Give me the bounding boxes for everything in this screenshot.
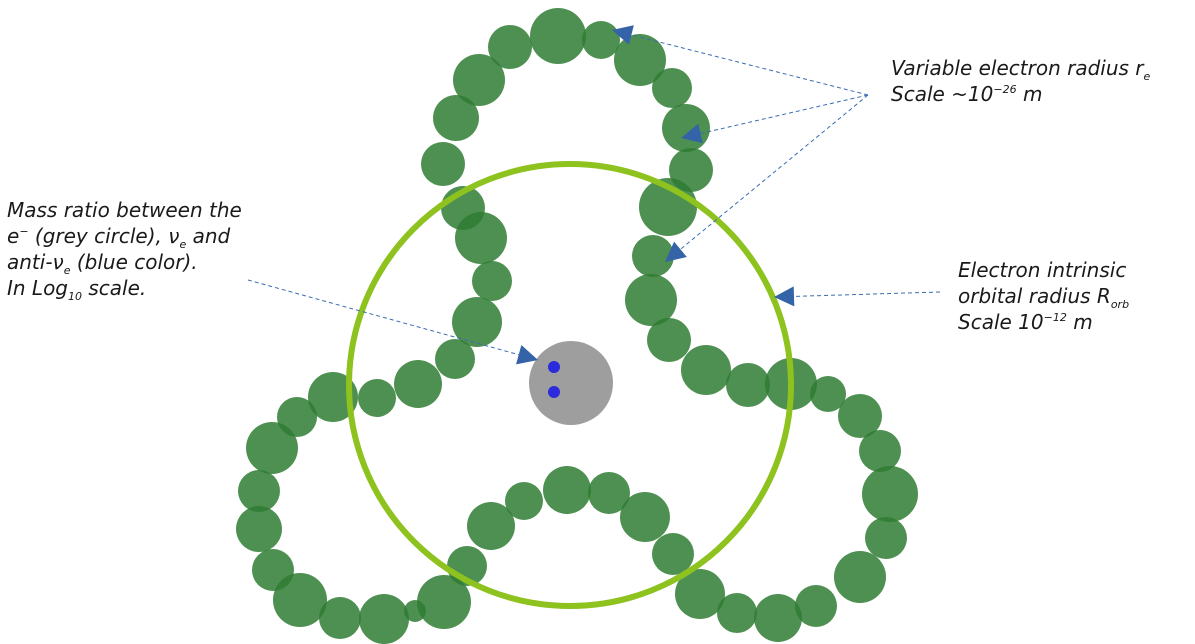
orbital-radius-line2: orbital radius Rorb (958, 283, 1129, 309)
electron-symbol: e (7, 224, 19, 248)
electron-bead-34 (865, 517, 907, 559)
electron-radius-line1: Variable electron radius re (891, 55, 1150, 81)
orbital-radius-arrow-line (794, 292, 940, 296)
orbital-scale-exponent: −12 (1044, 311, 1067, 324)
log-base-sub: 10 (68, 290, 82, 303)
scale-text: scale. (82, 276, 146, 300)
electron-bead-17 (452, 297, 502, 347)
electron-radius-line2: Scale ~10−26 m (891, 81, 1150, 107)
electron-scale-unit: m (1017, 82, 1043, 106)
electron-bead-13 (455, 212, 507, 264)
orbital-radius-text: orbital radius R (958, 284, 1111, 308)
orbital-scale-text: Scale 10 (958, 310, 1044, 334)
electron-bead-32 (862, 466, 918, 522)
and-text: and (186, 224, 230, 248)
electron-radius-text: Variable electron radius r (891, 56, 1144, 80)
mass-ratio-annotation: Mass ratio between the e− (grey circle),… (7, 197, 242, 301)
electron-bead-1 (530, 8, 586, 64)
anti-neutrino-text: anti-ν (7, 250, 64, 274)
electron-bead-36 (834, 551, 886, 603)
electron-bead-21 (394, 360, 442, 408)
electron-radius-arrow-middle-line (700, 95, 868, 134)
orbital-scale-unit: m (1067, 310, 1093, 334)
electron-grey-circle (529, 341, 613, 425)
electron-bead-8 (662, 104, 710, 152)
electron-bead-41 (359, 594, 409, 644)
electron-bead-23 (358, 379, 396, 417)
electron-bead-40 (754, 594, 802, 642)
electron-bead-52 (543, 466, 591, 514)
electron-bead-7 (433, 95, 479, 141)
electron-bead-31 (238, 470, 280, 512)
orbital-radius-annotation: Electron intrinsic orbital radius Rorb S… (958, 257, 1129, 335)
electron-bead-6 (652, 68, 692, 108)
mass-ratio-line4: In Log10 scale. (7, 275, 242, 301)
electron-bead-30 (859, 430, 901, 472)
electron-bead-29 (246, 422, 298, 474)
mass-ratio-line1: Mass ratio between the (7, 197, 242, 223)
mass-ratio-line2: e− (grey circle), νe and (7, 223, 242, 249)
log-text: In Log (7, 276, 68, 300)
electron-radius-annotation: Variable electron radius re Scale ~10−26… (891, 55, 1150, 107)
orbital-radius-sub: orb (1111, 298, 1129, 311)
electron-bead-18 (647, 318, 691, 362)
electron-bead-37 (273, 573, 327, 627)
grey-circle-text: (grey circle), ν (29, 224, 180, 248)
electron-charge-sup: − (19, 225, 28, 238)
electron-radius-sub: e (1144, 70, 1151, 83)
orbital-radius-line3: Scale 10−12 m (958, 309, 1129, 335)
electron-scale-exponent: −26 (993, 83, 1016, 96)
electron-bead-39 (319, 597, 361, 639)
mass-ratio-line3: anti-νe (blue color). (7, 249, 242, 275)
electron-bead-51 (505, 482, 543, 520)
orbital-radius-line1: Electron intrinsic (958, 257, 1129, 283)
trefoil-knot-beads (236, 8, 918, 644)
electron-bead-15 (472, 261, 512, 301)
electron-bead-9 (421, 142, 465, 186)
blue-color-text: (blue color). (71, 250, 198, 274)
electron-bead-50 (588, 472, 630, 514)
neutrino-dot (548, 361, 560, 373)
electron-scale-text: Scale ~10 (891, 82, 993, 106)
mass-ratio-arrow-head (516, 345, 538, 364)
electron-bead-20 (681, 345, 731, 395)
annotation-arrows (248, 25, 940, 364)
electron-bead-2 (582, 21, 620, 59)
anti-neutrino-dot (548, 386, 560, 398)
electron-bead-22 (726, 363, 770, 407)
electron-bead-33 (236, 506, 282, 552)
electron-bead-19 (435, 339, 475, 379)
